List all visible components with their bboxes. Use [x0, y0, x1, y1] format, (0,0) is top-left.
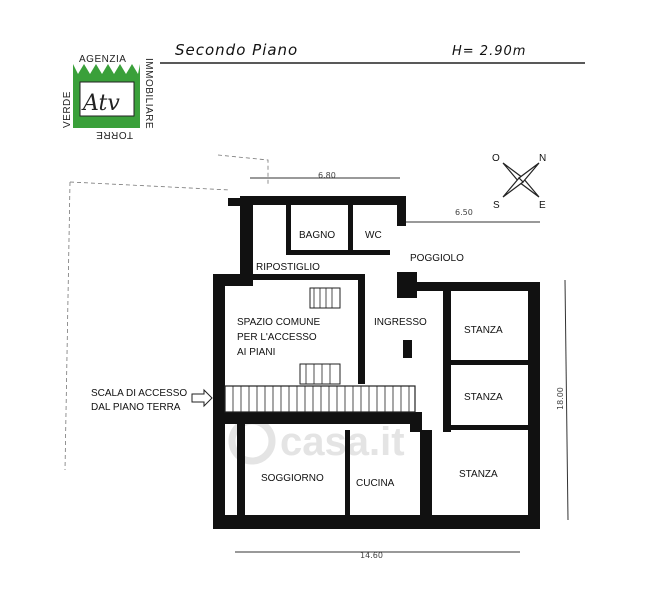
room-labels: BAGNO WC RIPOSTIGLIO POGGIOLO SPAZIO COM… [237, 230, 503, 489]
page-title: Secondo Piano [175, 41, 298, 59]
compass-rose: O N S E [492, 153, 546, 211]
dim-bottom: 14.60 [360, 551, 383, 560]
room-cucina: CUCINA [356, 478, 395, 489]
logo-text-right: IMMOBILIARE [143, 58, 154, 129]
compass-e: E [539, 200, 546, 211]
room-spazio-line2: PER L'ACCESSO [237, 332, 317, 343]
watermark: casa.it [228, 417, 405, 465]
compass-s: S [493, 200, 500, 211]
room-spazio-line1: SPAZIO COMUNE [237, 317, 320, 328]
watermark-text: casa.it [280, 420, 405, 464]
dim-top: 6.80 [318, 171, 336, 180]
room-ripostiglio: RIPOSTIGLIO [256, 262, 320, 273]
stair-note: SCALA DI ACCESSO DAL PIANO TERRA [91, 388, 187, 413]
compass-n: N [539, 153, 546, 164]
room-soggiorno: SOGGIORNO [261, 473, 324, 484]
logo-text-left: VERDE [62, 91, 73, 128]
logo-text-bottom: TORRE [96, 129, 133, 140]
header: Secondo Piano H= 2.90m [160, 41, 585, 64]
stair-note-line2: DAL PIANO TERRA [91, 402, 181, 413]
dimension-lines: 6.80 6.50 18.00 14.60 [64, 154, 569, 560]
stairs [191, 287, 416, 413]
logo-text-top: AGENZIA [79, 54, 126, 65]
walls [213, 196, 540, 529]
dim-right-side: 18.00 [556, 387, 565, 410]
room-ingresso: INGRESSO [374, 317, 427, 328]
dim-right-top: 6.50 [455, 208, 473, 217]
agency-logo: AGENZIA VERDE IMMOBILIARE TORRE Atv [62, 54, 154, 140]
room-stanza-3: STANZA [459, 469, 498, 480]
compass-o: O [492, 153, 500, 164]
logo-mark: Atv [81, 91, 120, 116]
room-poggiolo: POGGIOLO [410, 253, 464, 264]
room-wc: WC [365, 230, 382, 241]
room-spazio-line3: AI PIANI [237, 347, 275, 358]
stair-note-line1: SCALA DI ACCESSO [91, 388, 187, 399]
room-stanza-2: STANZA [464, 392, 503, 403]
room-stanza-1: STANZA [464, 325, 503, 336]
height-note: H= 2.90m [452, 44, 526, 59]
room-bagno: BAGNO [299, 230, 335, 241]
